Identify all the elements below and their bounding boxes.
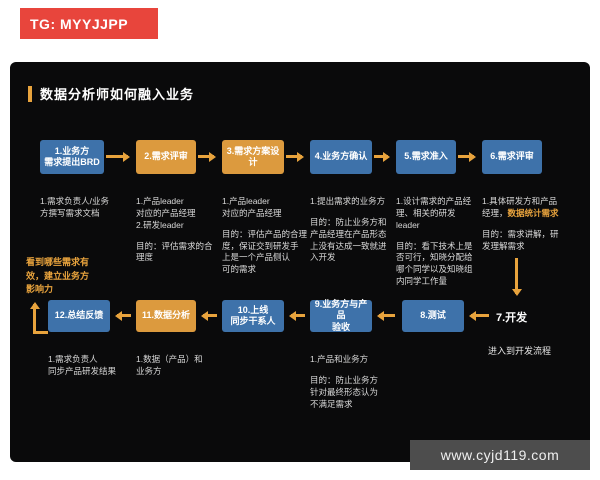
flow-goal-3: 目的：评估产品的合理 度，保证交到研发手 上是一个产品侧认 可的需求 (222, 228, 308, 275)
flow-box-8: 8.测试 (402, 300, 464, 332)
arrow-6-to-7-icon (515, 258, 518, 294)
arrow-2-to-3-icon (198, 155, 214, 158)
flow-box-5: 5.需求准入 (396, 140, 456, 174)
flow-note-3: 1.产品leader 对应的产品经理 目的：评估产品的合理 度，保证交到研发手 … (222, 184, 314, 288)
flow-note-9-text: 1.产品和业务方 (310, 353, 369, 364)
page-title-wrap: 数据分析师如何融入业务 (28, 84, 194, 103)
flow-note-6-highlight: 数据统计需求 (507, 207, 559, 218)
title-accent-bar (28, 85, 32, 102)
flow-note-6-text: 1.具体研发方和产品 经理， (482, 195, 558, 218)
flow-note-6: 1.具体研发方和产品 经理，数据统计需求 目的：需求讲解，研 发理解需求 (482, 184, 580, 264)
flow-box-11: 11.数据分析 (136, 300, 196, 332)
flow-box-12: 12.总结反馈 (48, 300, 110, 332)
flow-goal-2: 目的：评估需求的合 理度 (136, 240, 213, 263)
flow-note-5-text: 1.设计需求的产品经 理、相关的研发 leader (396, 195, 472, 230)
flow-note-12: 1.需求负责人 同步产品研发结果 (48, 342, 140, 378)
arrow-9-to-10-icon (291, 314, 305, 317)
page-title: 数据分析师如何融入业务 (40, 87, 195, 102)
flow-goal-5: 目的：看下技术上是 否可行，知晓分配给 哪个同学以及知晓组 内同学工作量 (396, 240, 473, 287)
flow-box-10: 10.上线 同步干系人 (222, 300, 284, 332)
side-note: 看到哪些需求有 效，建立业务方 影响力 (26, 257, 90, 294)
flow-note-7: 进入到开发流程 (488, 346, 552, 356)
arrow-11-to-12-icon (117, 314, 131, 317)
flow-label-7: 7.开发 (496, 312, 528, 324)
channel-banner-label: TG: MYYJJPP (30, 15, 129, 32)
flow-note-12-text: 1.需求负责人 同步产品研发结果 (48, 353, 117, 376)
flow-box-9: 9.业务方与产品 验收 (310, 299, 372, 332)
flow-note-1: 1.需求负责人/业务 方撰写需求文档 (40, 184, 128, 220)
flow-note-2-text: 1.产品leader 对应的产品经理 2.研发leader (136, 195, 196, 230)
flow-box-3: 3.需求方案设 计 (222, 140, 284, 174)
flow-goal-9: 目的：防止业务方 针对最终形态认为 不满足需求 (310, 374, 379, 409)
watermark-label: www.cyjd119.com (440, 447, 560, 463)
arrow-3-to-4-icon (286, 155, 302, 158)
flow-note-1-text: 1.需求负责人/业务 方撰写需求文档 (40, 195, 109, 218)
channel-banner: TG: MYYJJPP (20, 8, 158, 39)
arrow-4-to-5-icon (374, 155, 388, 158)
flow-note-9: 1.产品和业务方 目的：防止业务方 针对最终形态认为 不满足需求 (310, 342, 402, 422)
flow-note-3-text: 1.产品leader 对应的产品经理 (222, 195, 282, 218)
flow-goal-4: 目的：防止业务方和 产品经理在产品形态 上没有达成一致就进 入开发 (310, 216, 387, 263)
arrow-1-to-2-icon (106, 155, 128, 158)
watermark: www.cyjd119.com (410, 440, 590, 470)
flow-note-11-text: 1.数据（产品）和 业务方 (136, 353, 203, 376)
arrow-5-to-6-icon (458, 155, 474, 158)
infographic-canvas: 数据分析师如何融入业务 1.业务方 需求提出BRD 2.需求评审 3.需求方案设… (10, 62, 590, 462)
arrow-10-to-11-icon (203, 314, 217, 317)
arrow-8-to-9-icon (379, 314, 395, 317)
flow-goal-6: 目的：需求讲解，研 发理解需求 (482, 228, 559, 251)
flow-note-5: 1.设计需求的产品经 理、相关的研发 leader 目的：看下技术上是 否可行，… (396, 184, 486, 300)
flow-box-1: 1.业务方 需求提出BRD (40, 140, 104, 174)
flow-note-4-text: 1.提出需求的业务方 (310, 195, 386, 206)
flow-box-4: 4.业务方确认 (310, 140, 372, 174)
arrow-12-stub-icon (35, 331, 48, 334)
flow-note-11: 1.数据（产品）和 业务方 (136, 342, 224, 378)
arrow-12-to-note-icon (33, 304, 36, 334)
flow-box-2: 2.需求评审 (136, 140, 196, 174)
arrow-7-to-8-icon (471, 314, 489, 317)
flow-note-2: 1.产品leader 对应的产品经理 2.研发leader 目的：评估需求的合 … (136, 184, 224, 276)
flow-note-4: 1.提出需求的业务方 目的：防止业务方和 产品经理在产品形态 上没有达成一致就进… (310, 184, 400, 276)
flow-box-6: 6.需求评审 (482, 140, 542, 174)
